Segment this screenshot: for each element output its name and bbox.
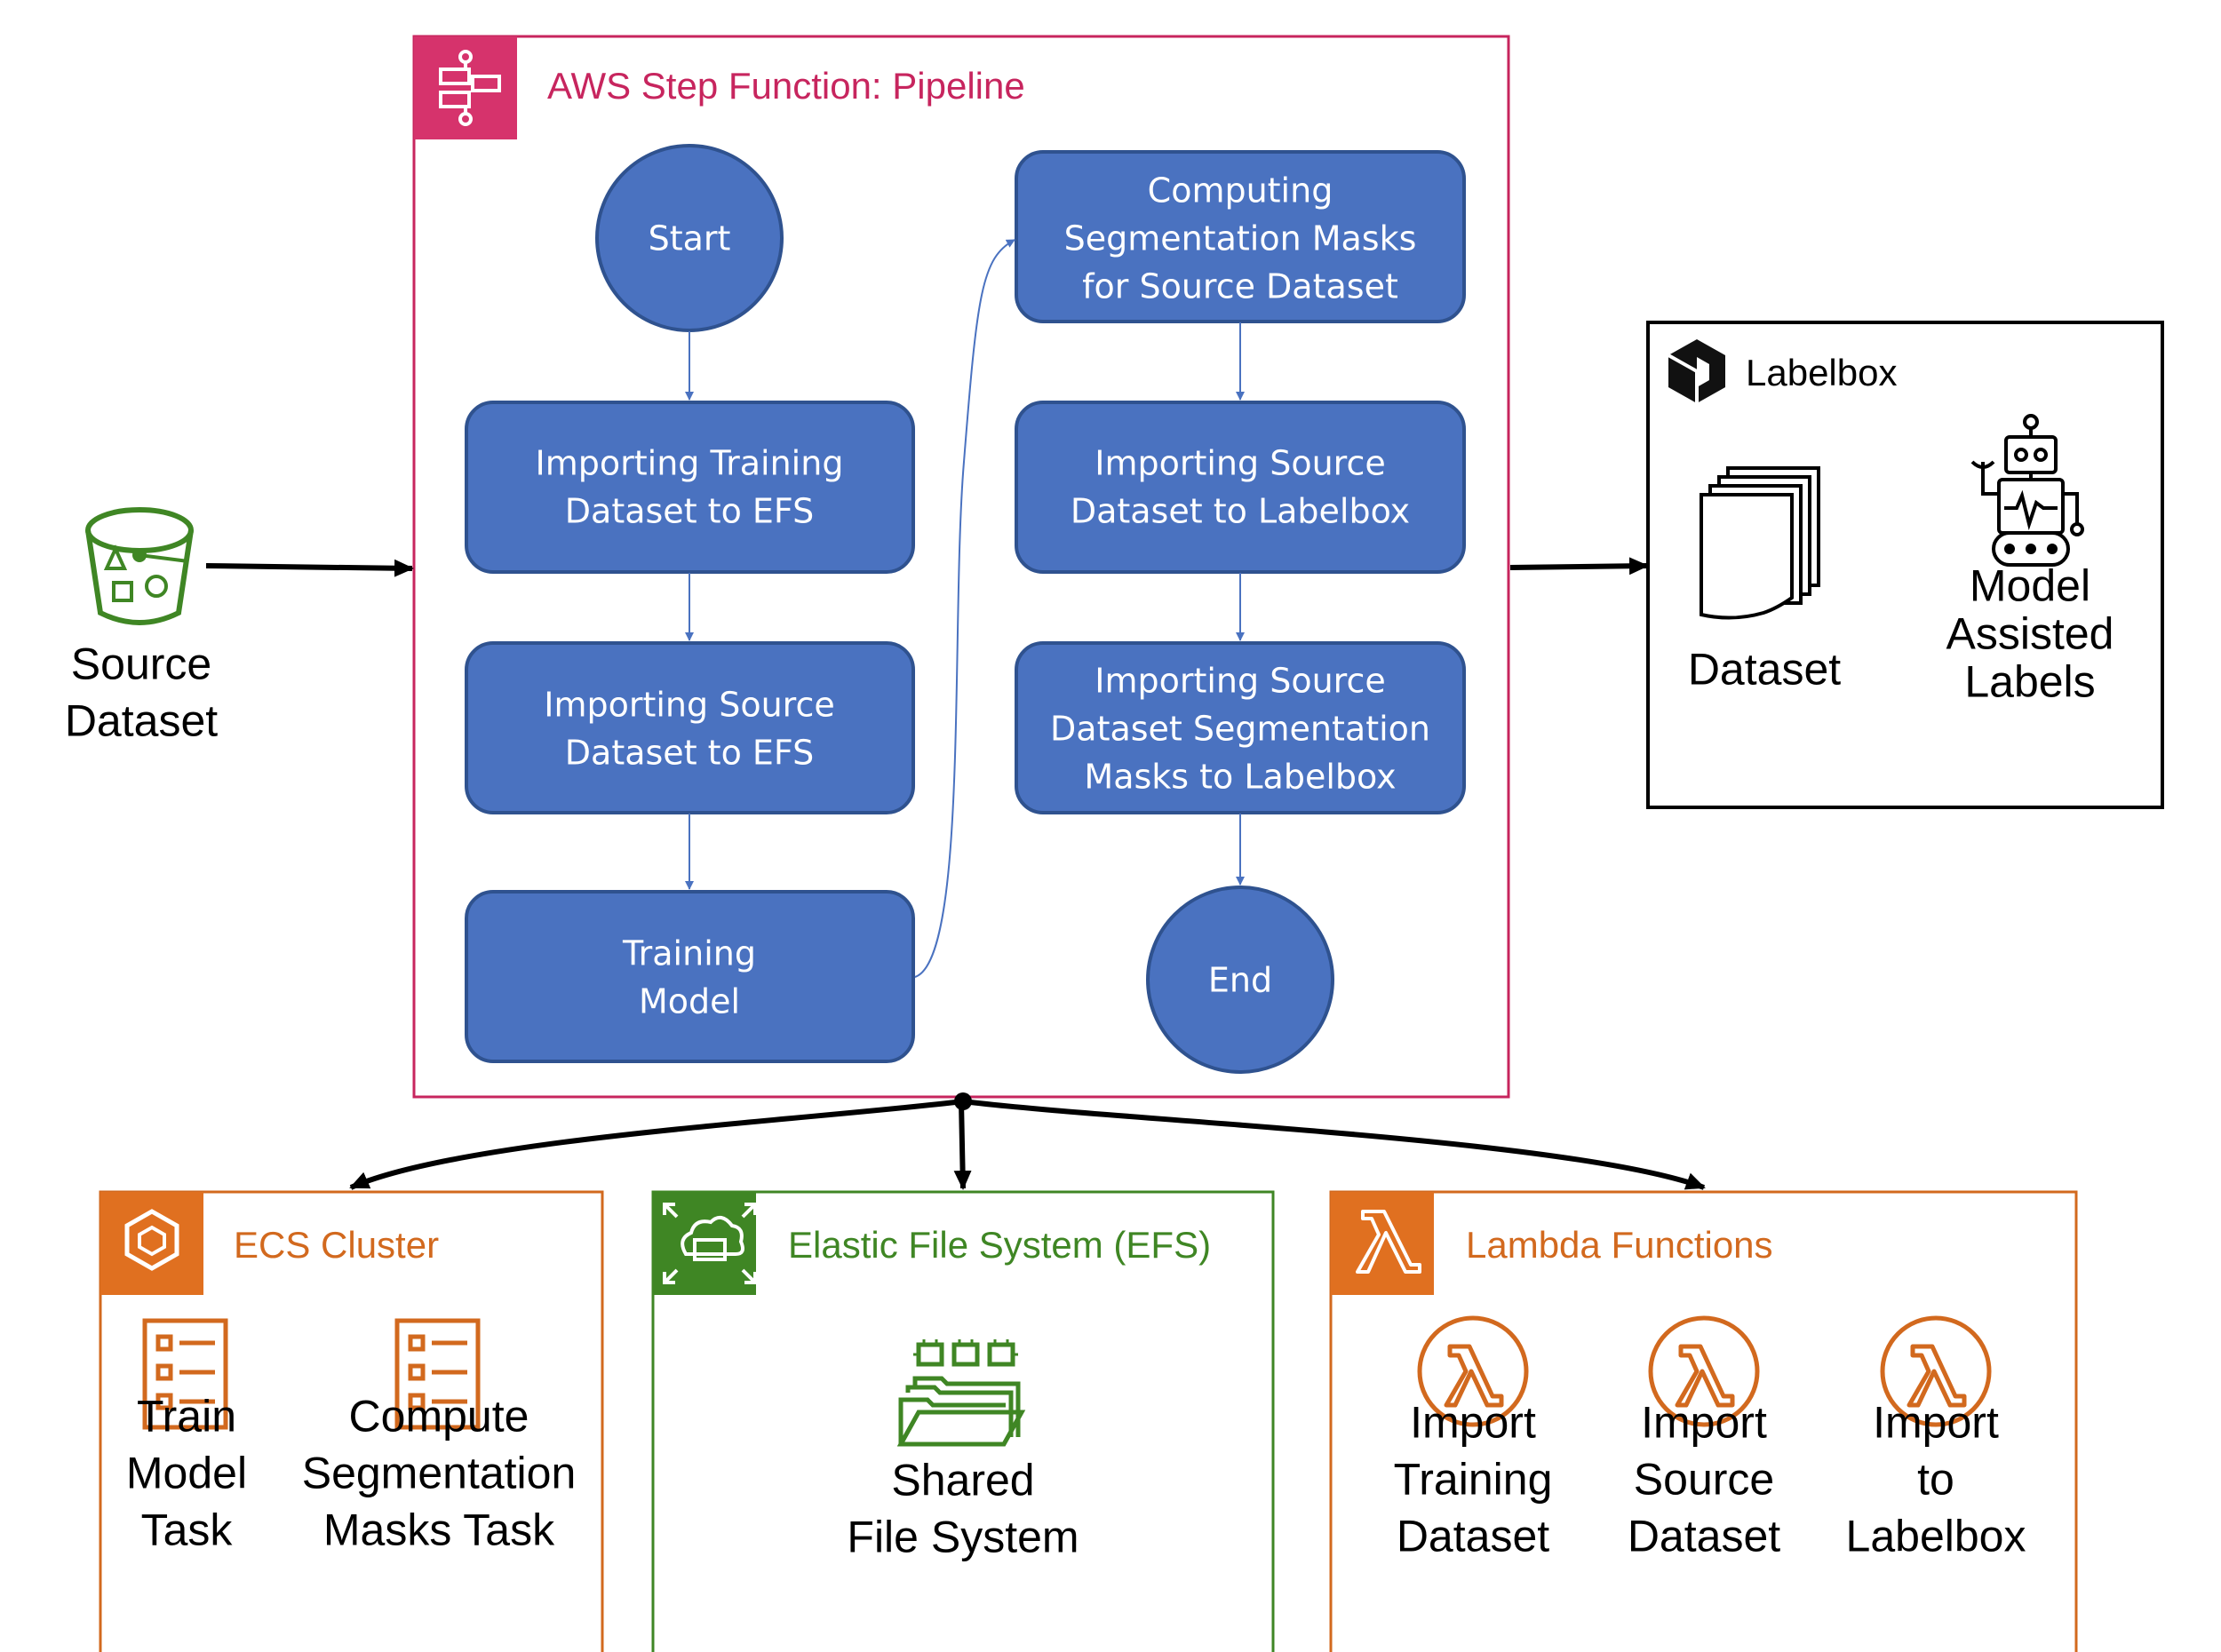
labelbox-title: Labelbox	[1746, 352, 1897, 393]
step-functions-icon	[414, 36, 517, 139]
lambda-icon	[1648, 1315, 1760, 1427]
node-end-label: End	[1208, 960, 1272, 999]
connector-hub	[954, 1092, 972, 1110]
arrow-pipeline-to-labelbox	[1509, 557, 1649, 576]
node-start: Start	[595, 144, 784, 332]
efs-frame	[651, 1190, 1275, 1652]
labelbox-frame	[1646, 321, 2164, 809]
node-end: End	[1146, 886, 1334, 1074]
ecs-icon	[100, 1192, 203, 1295]
lambda-icon	[1880, 1315, 1992, 1427]
arrow-training-to-computing	[914, 239, 1015, 978]
arrow-pipeline-to-efs	[953, 1100, 972, 1190]
efs-title: Elastic File System (EFS)	[788, 1224, 1211, 1266]
node-start-label: Start	[649, 218, 731, 258]
task-list-icon	[142, 1318, 228, 1430]
pipeline-title: AWS Step Function: Pipeline	[547, 65, 1025, 107]
documents-icon	[1700, 466, 1820, 620]
folder-chip-icon	[896, 1339, 1026, 1447]
ecs-title: ECS Cluster	[234, 1224, 439, 1266]
arrow-pipeline-to-lambda	[962, 1099, 1706, 1190]
task-list-icon	[394, 1318, 481, 1430]
dataset-label: Dataset	[1688, 645, 1841, 695]
lambda-title: Lambda Functions	[1466, 1224, 1773, 1266]
robot-icon	[1970, 414, 2084, 567]
s3-bucket-icon	[85, 507, 194, 625]
lambda-icon	[1331, 1192, 1434, 1295]
arrow-pipeline-to-ecs	[349, 1099, 964, 1190]
efs-icon	[653, 1192, 757, 1295]
lambda-icon	[1417, 1315, 1529, 1427]
arrow-source-to-pipeline	[205, 559, 414, 577]
labelbox-logo-icon	[1668, 339, 1725, 403]
lambda-frame	[1329, 1190, 2078, 1652]
ecs-frame	[99, 1190, 604, 1652]
